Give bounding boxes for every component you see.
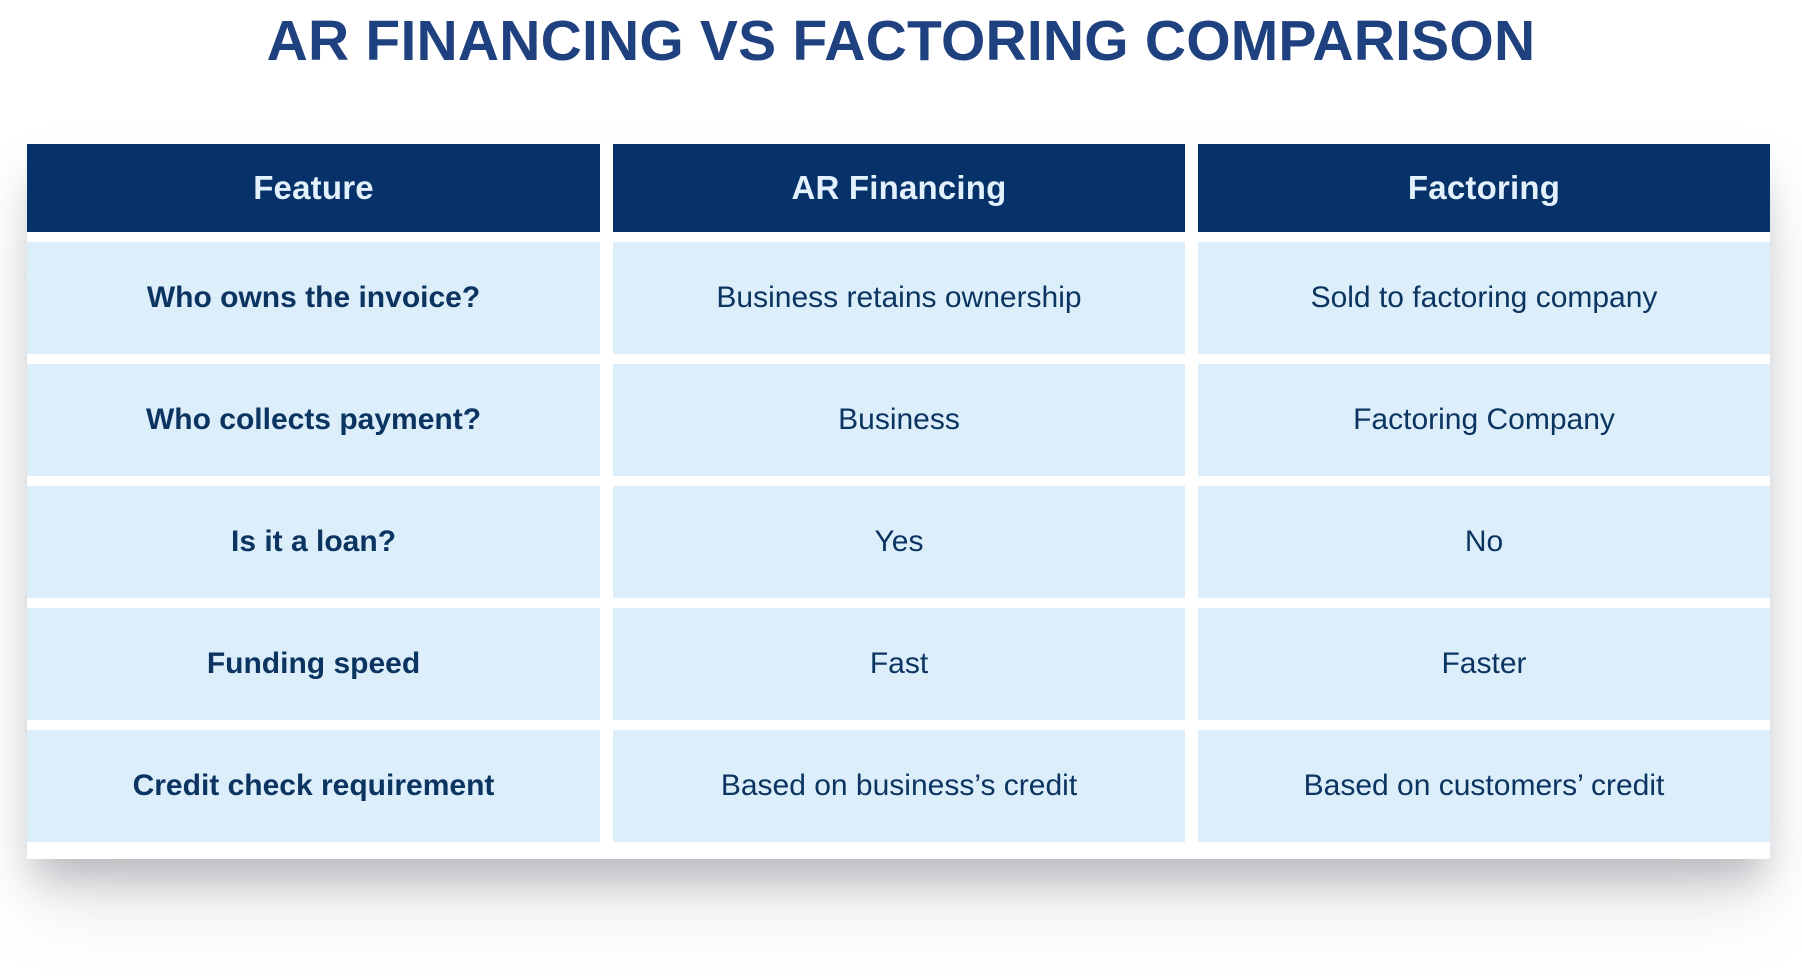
table-row: Who collects payment? Business Factoring… [27,364,1770,476]
row-feature-label: Is it a loan? [27,486,600,598]
table-row: Funding speed Fast Faster [27,608,1770,720]
row-ar-financing-value: Based on business’s credit [613,730,1185,842]
table-header-row: Feature AR Financing Factoring [27,144,1770,232]
row-factoring-value: Based on customers’ credit [1198,730,1770,842]
table-row: Is it a loan? Yes No [27,486,1770,598]
column-header-feature: Feature [27,144,600,232]
row-feature-label: Funding speed [27,608,600,720]
row-factoring-value: No [1198,486,1770,598]
row-ar-financing-value: Business retains ownership [613,242,1185,354]
row-feature-label: Credit check requirement [27,730,600,842]
page-title: AR FINANCING VS FACTORING COMPARISON [266,9,1536,73]
column-header-factoring: Factoring [1198,144,1770,232]
row-ar-financing-value: Fast [613,608,1185,720]
row-feature-label: Who collects payment? [27,364,600,476]
row-factoring-value: Sold to factoring company [1198,242,1770,354]
row-factoring-value: Factoring Company [1198,364,1770,476]
row-feature-label: Who owns the invoice? [27,242,600,354]
row-factoring-value: Faster [1198,608,1770,720]
row-ar-financing-value: Business [613,364,1185,476]
table-row: Credit check requirement Based on busine… [27,730,1770,842]
table-row: Who owns the invoice? Business retains o… [27,242,1770,354]
comparison-table: Feature AR Financing Factoring Who owns … [27,144,1770,842]
row-ar-financing-value: Yes [613,486,1185,598]
column-header-ar-financing: AR Financing [613,144,1185,232]
